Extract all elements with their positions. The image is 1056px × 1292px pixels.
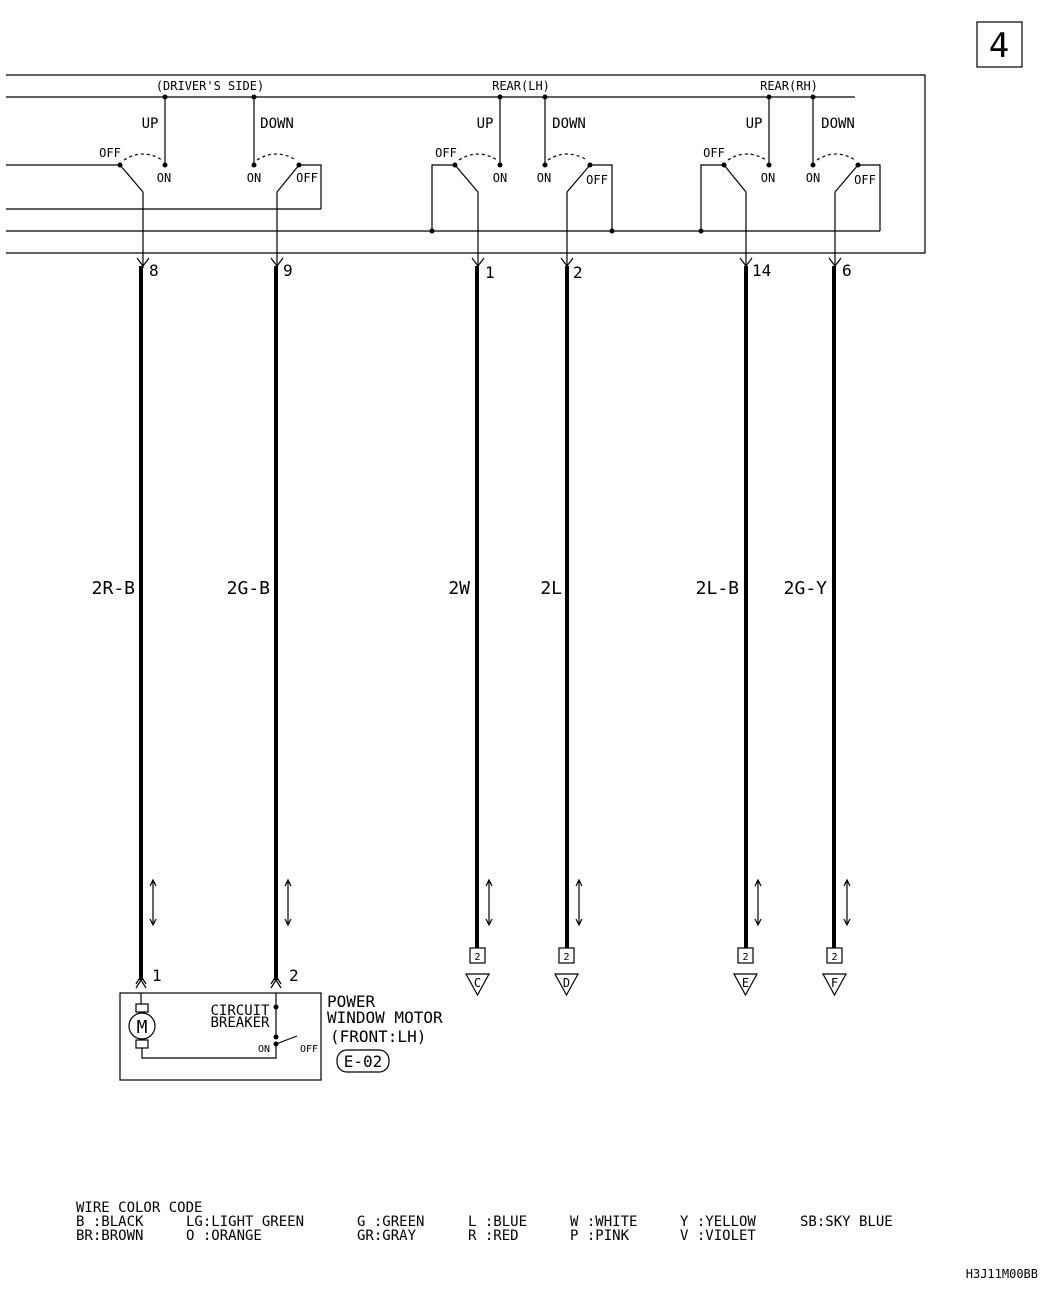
motor-title: WINDOW MOTOR xyxy=(327,1008,443,1027)
svg-text:ON: ON xyxy=(157,171,171,185)
svg-text:OFF: OFF xyxy=(435,146,457,160)
wire-color-label: 2W xyxy=(448,578,470,599)
motor-icon xyxy=(128,1012,156,1040)
svg-text:UP: UP xyxy=(746,116,763,132)
label-down: DOWN xyxy=(260,116,294,132)
power-window-main-switch: (DRIVER'S SIDE) REAR(LH) REAR(RH) UP DOW… xyxy=(6,74,926,268)
svg-text:2: 2 xyxy=(831,952,837,963)
svg-text:W :WHITE: W :WHITE xyxy=(570,1214,637,1230)
motor-title: (FRONT:LH) xyxy=(330,1027,426,1046)
page-number: 4 xyxy=(989,26,1009,66)
label-up: UP xyxy=(142,116,159,132)
connector-ref-d: 2 D xyxy=(553,947,580,997)
svg-text:OFF: OFF xyxy=(854,173,876,187)
svg-text:2: 2 xyxy=(742,952,748,963)
connector-ref-c: 2 C xyxy=(464,947,491,997)
svg-text:DOWN: DOWN xyxy=(552,116,586,132)
motor-title: POWER xyxy=(327,992,376,1011)
wire-color-label: 2G-Y xyxy=(784,578,828,599)
terminal-arrow xyxy=(135,974,147,989)
svg-text:BR:BROWN: BR:BROWN xyxy=(76,1228,143,1244)
svg-text:R :RED: R :RED xyxy=(468,1228,519,1244)
motor-terminal-number: 2 xyxy=(289,966,299,985)
connector-ref-e: 2 E xyxy=(732,947,759,997)
svg-text:2: 2 xyxy=(474,952,480,963)
svg-text:UP: UP xyxy=(477,116,494,132)
svg-text:L :BLUE: L :BLUE xyxy=(468,1214,527,1230)
terminal-number: 14 xyxy=(752,261,771,280)
diagram-code: H3J11M00BB xyxy=(966,1267,1038,1281)
ref-letter: C xyxy=(474,976,481,990)
wire-color-label: 2G-B xyxy=(227,578,270,599)
svg-text:ON: ON xyxy=(258,1044,270,1055)
motor-symbol: M xyxy=(137,1017,148,1038)
ref-letter: D xyxy=(563,976,570,990)
svg-text:GR:GRAY: GR:GRAY xyxy=(357,1228,417,1244)
terminal-number: 6 xyxy=(842,261,852,280)
connector-id-badge xyxy=(336,1049,390,1073)
group-title-rear-lh: REAR(LH) xyxy=(492,79,550,93)
svg-text:ON: ON xyxy=(761,171,775,185)
svg-text:2: 2 xyxy=(563,952,569,963)
legend-title: WIRE COLOR CODE xyxy=(76,1200,202,1216)
svg-text:ON: ON xyxy=(493,171,507,185)
svg-text:ON: ON xyxy=(537,171,551,185)
group-title-drivers-side: (DRIVER'S SIDE) xyxy=(156,79,264,93)
svg-text:DOWN: DOWN xyxy=(821,116,855,132)
wire-color-legend: WIRE COLOR CODE B :BLACK LG:LIGHT GREEN … xyxy=(76,1200,893,1244)
ref-letter: F xyxy=(831,976,838,990)
terminal-number: 9 xyxy=(283,261,293,280)
svg-text:OFF: OFF xyxy=(300,1044,318,1055)
terminal-number: 8 xyxy=(149,261,159,280)
wire-color-label: 2L-B xyxy=(696,578,739,599)
power-window-motor: M CIRCUIT BREAKER ON OFF xyxy=(119,992,322,1081)
svg-text:Y :YELLOW: Y :YELLOW xyxy=(680,1214,756,1230)
svg-text:G :GREEN: G :GREEN xyxy=(357,1214,424,1230)
breaker-label: CIRCUIT xyxy=(210,1003,270,1019)
page-number-box xyxy=(976,21,1023,68)
double-arrow-icons xyxy=(149,878,851,927)
breaker-label: BREAKER xyxy=(210,1015,270,1031)
svg-text:OFF: OFF xyxy=(703,146,725,160)
wire-color-label: 2L xyxy=(540,578,562,599)
connector-ref-f: 2 F xyxy=(821,947,848,997)
motor-terminal-number: 1 xyxy=(152,966,162,985)
connector-id: E-02 xyxy=(344,1052,383,1071)
svg-text:ON: ON xyxy=(806,171,820,185)
svg-text:ON: ON xyxy=(247,171,261,185)
terminal-number: 2 xyxy=(573,263,583,282)
terminal-number: 1 xyxy=(485,263,495,282)
svg-text:SB:SKY BLUE: SB:SKY BLUE xyxy=(800,1214,893,1230)
terminal-arrow xyxy=(270,974,282,989)
wire-color-label: 2R-B xyxy=(92,578,135,599)
svg-text:OFF: OFF xyxy=(296,171,318,185)
svg-text:OFF: OFF xyxy=(586,173,608,187)
svg-text:B :BLACK: B :BLACK xyxy=(76,1214,144,1230)
svg-text:O :ORANGE: O :ORANGE xyxy=(186,1228,262,1244)
group-title-rear-rh: REAR(RH) xyxy=(760,79,818,93)
ref-letter: E xyxy=(742,976,749,990)
svg-text:V :VIOLET: V :VIOLET xyxy=(680,1228,756,1244)
svg-text:P :PINK: P :PINK xyxy=(570,1228,630,1244)
svg-text:LG:LIGHT GREEN: LG:LIGHT GREEN xyxy=(186,1214,304,1230)
svg-text:OFF: OFF xyxy=(99,146,121,160)
